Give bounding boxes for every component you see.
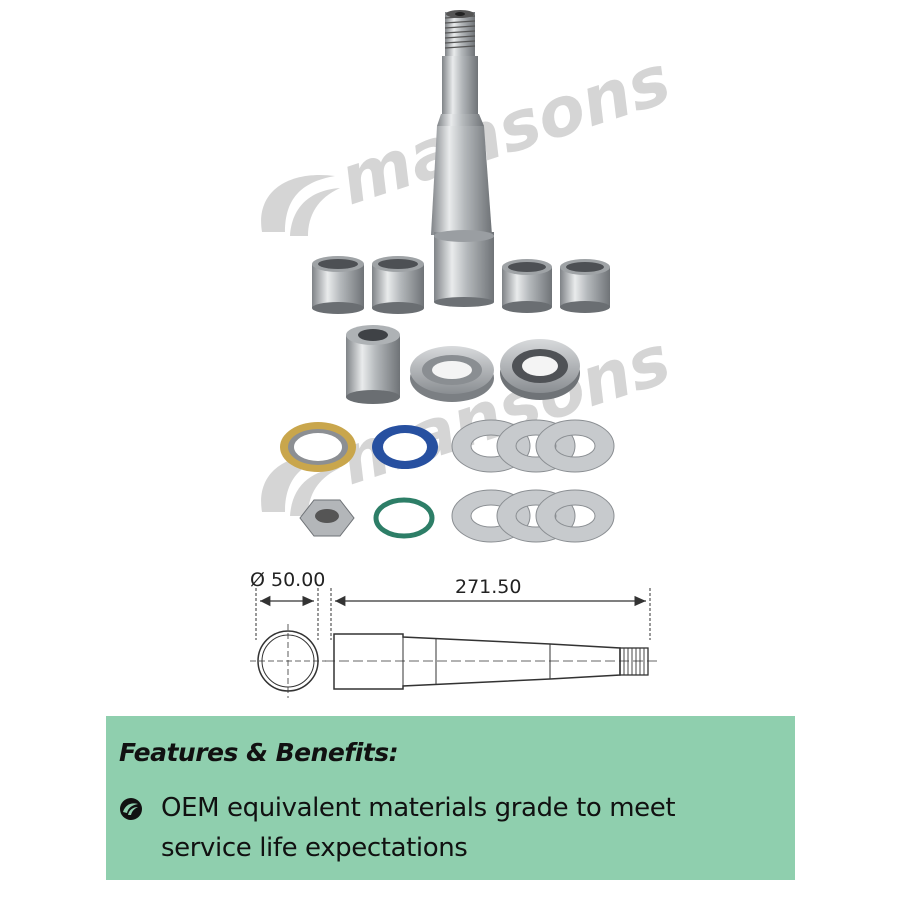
diameter-label: Ø 50.00 [250, 569, 325, 591]
needle-bearing [560, 259, 610, 313]
needle-bearing [312, 256, 364, 314]
feature-line-2: service life expectations [161, 833, 468, 863]
needle-bearing [372, 256, 424, 314]
shim-washers-top [451, 419, 615, 473]
shim-washers-bottom [451, 489, 615, 543]
brass-washer [280, 422, 356, 472]
technical-drawing [250, 588, 658, 698]
feature-item: OEM equivalent materials grade to meet s… [119, 788, 779, 868]
features-title: Features & Benefits: [119, 738, 399, 767]
thrust-bearing [500, 339, 580, 400]
bush [346, 325, 400, 404]
feature-line-1: OEM equivalent materials grade to meet [161, 793, 676, 823]
watermark-text-top: mansons [331, 41, 680, 222]
features-panel: Features & Benefits: OEM equivalent mate… [106, 716, 795, 880]
length-label: 271.50 [455, 576, 521, 598]
blue-seal [372, 425, 438, 469]
needle-bearings [312, 256, 610, 314]
hex-nut [299, 499, 355, 537]
king-pin-shaft [431, 10, 494, 307]
swoosh-bullet-icon [120, 798, 142, 820]
feature-text: OEM equivalent materials grade to meet s… [161, 788, 676, 868]
green-o-ring [373, 497, 435, 539]
thrust-bearing [410, 346, 494, 402]
needle-bearing [502, 259, 552, 313]
